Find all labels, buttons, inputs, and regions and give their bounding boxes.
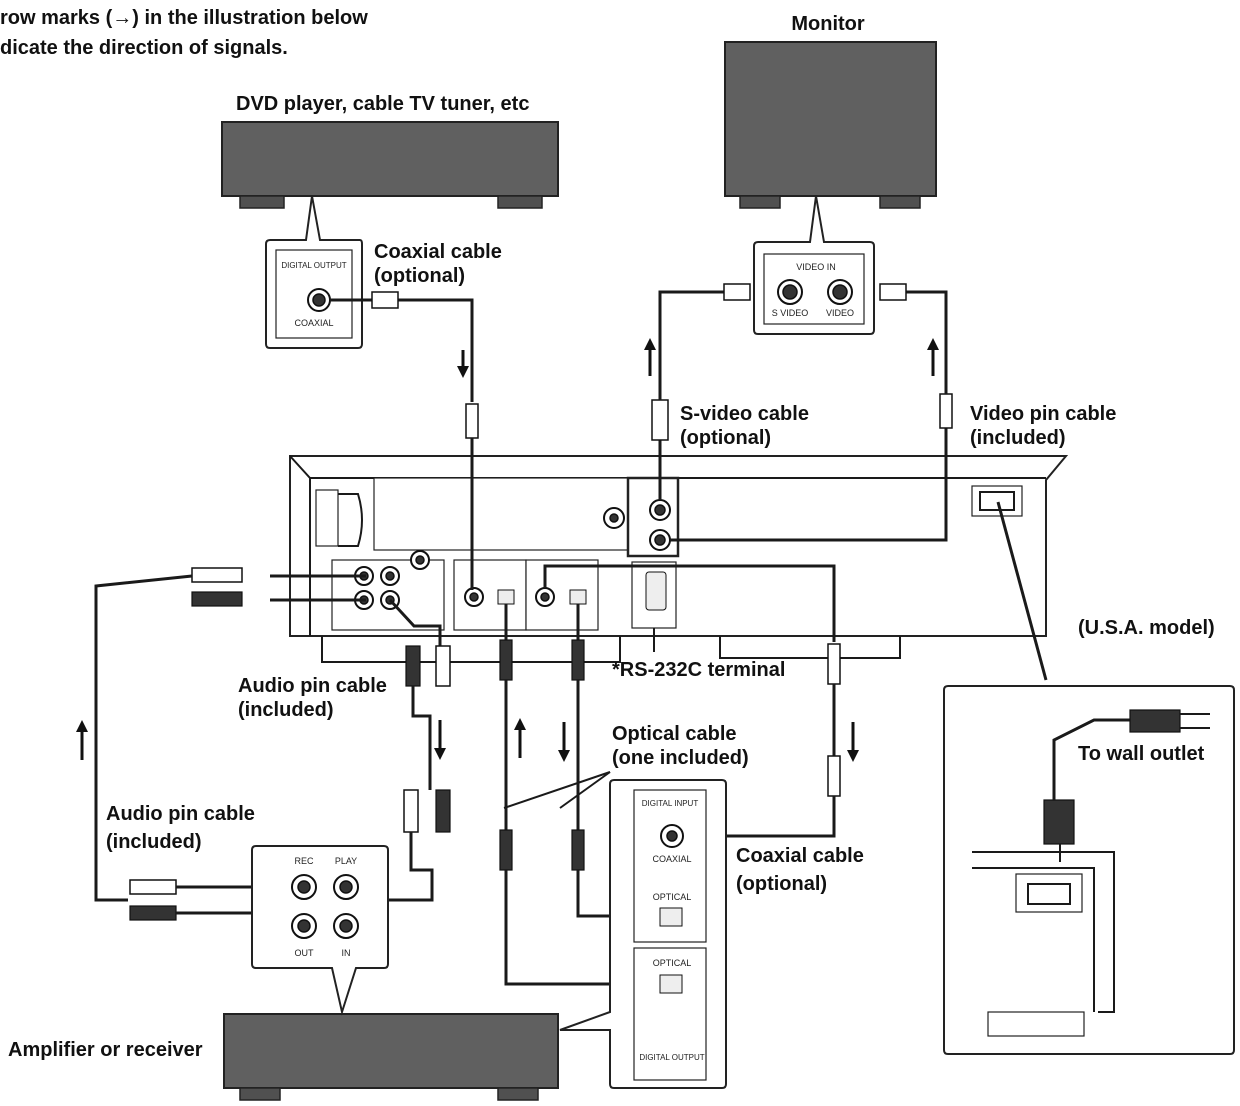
- monitor-video-label: VIDEO: [826, 308, 854, 318]
- monitor-input-callout: VIDEO IN S VIDEO VIDEO: [753, 195, 875, 335]
- usa-model-label: (U.S.A. model): [1078, 617, 1215, 639]
- amp-out-label: OUT: [295, 948, 315, 958]
- amplifier-label: Amplifier or receiver: [8, 1039, 203, 1061]
- svideo-label-1: S-video cable: [680, 403, 809, 425]
- audio-pin-upper-label-2: (included): [238, 699, 334, 721]
- power-callout: To wall outlet: [943, 685, 1235, 1055]
- amp-in-label: IN: [342, 948, 351, 958]
- video-pin-label-2: (included): [970, 427, 1066, 449]
- digital-optical-out-label: OPTICAL: [653, 958, 692, 968]
- main-unit-rear-panel: [289, 455, 1069, 663]
- dvd-output-callout: DIGITAL OUTPUT COAXIAL: [265, 195, 363, 349]
- monitor-video-in-label: VIDEO IN: [796, 262, 836, 272]
- signal-arrows: [76, 338, 939, 762]
- dvd-player-label: DVD player, cable TV tuner, etc: [236, 93, 529, 115]
- optical-label-2: (one included): [612, 747, 749, 769]
- coax-top-label-2: (optional): [374, 265, 465, 287]
- digital-coaxial-label: COAXIAL: [652, 854, 691, 864]
- monitor-svideo-label: S VIDEO: [772, 308, 809, 318]
- amp-analog-callout: REC PLAY OUT IN: [251, 845, 389, 1016]
- intro-line-1: row marks (→) in the illustration below: [0, 7, 368, 29]
- rs232-label: *RS-232C terminal: [612, 659, 785, 681]
- amp-rec-label: REC: [294, 856, 314, 866]
- optical-label-1: Optical cable: [612, 723, 737, 745]
- audio-pin-lower-label-2: (included): [106, 831, 202, 853]
- dvd-digital-output-label: DIGITAL OUTPUT: [281, 261, 346, 270]
- digital-optical-out-jack: [659, 974, 683, 994]
- rs232-port: [645, 571, 667, 611]
- amplifier: Amplifier or receiver: [8, 1013, 559, 1101]
- wall-outlet-label: To wall outlet: [1078, 743, 1205, 765]
- svideo-label-2: (optional): [680, 427, 771, 449]
- digital-input-label: DIGITAL INPUT: [642, 799, 699, 808]
- monitor-label: Monitor: [791, 13, 865, 35]
- coax-bottom-label-2: (optional): [736, 873, 827, 895]
- dvd-player: DVD player, cable TV tuner, etc: [221, 93, 559, 209]
- intro-line-2: dicate the direction of signals.: [0, 37, 288, 59]
- coax-bottom-label-1: Coaxial cable: [736, 845, 864, 867]
- audio-pin-upper-label-1: Audio pin cable: [238, 675, 387, 697]
- digital-optical-in-jack: [659, 907, 683, 927]
- audio-pin-lower-label-1: Audio pin cable: [106, 803, 255, 825]
- dvd-coaxial-label: COAXIAL: [294, 318, 333, 328]
- amp-digital-callout: DIGITAL INPUT COAXIAL OPTICAL OPTICAL DI…: [559, 779, 727, 1089]
- power-plug: [1043, 799, 1075, 845]
- wall-plug: [1129, 709, 1181, 733]
- digital-output-label: DIGITAL OUTPUT: [639, 1053, 704, 1062]
- unit-optical-in-jack: [497, 589, 515, 605]
- coax-top-label-1: Coaxial cable: [374, 241, 502, 263]
- monitor: Monitor: [724, 13, 937, 209]
- video-pin-label-1: Video pin cable: [970, 403, 1116, 425]
- amp-play-label: PLAY: [335, 856, 357, 866]
- unit-optical-out-jack: [569, 589, 587, 605]
- digital-optical-in-label: OPTICAL: [653, 892, 692, 902]
